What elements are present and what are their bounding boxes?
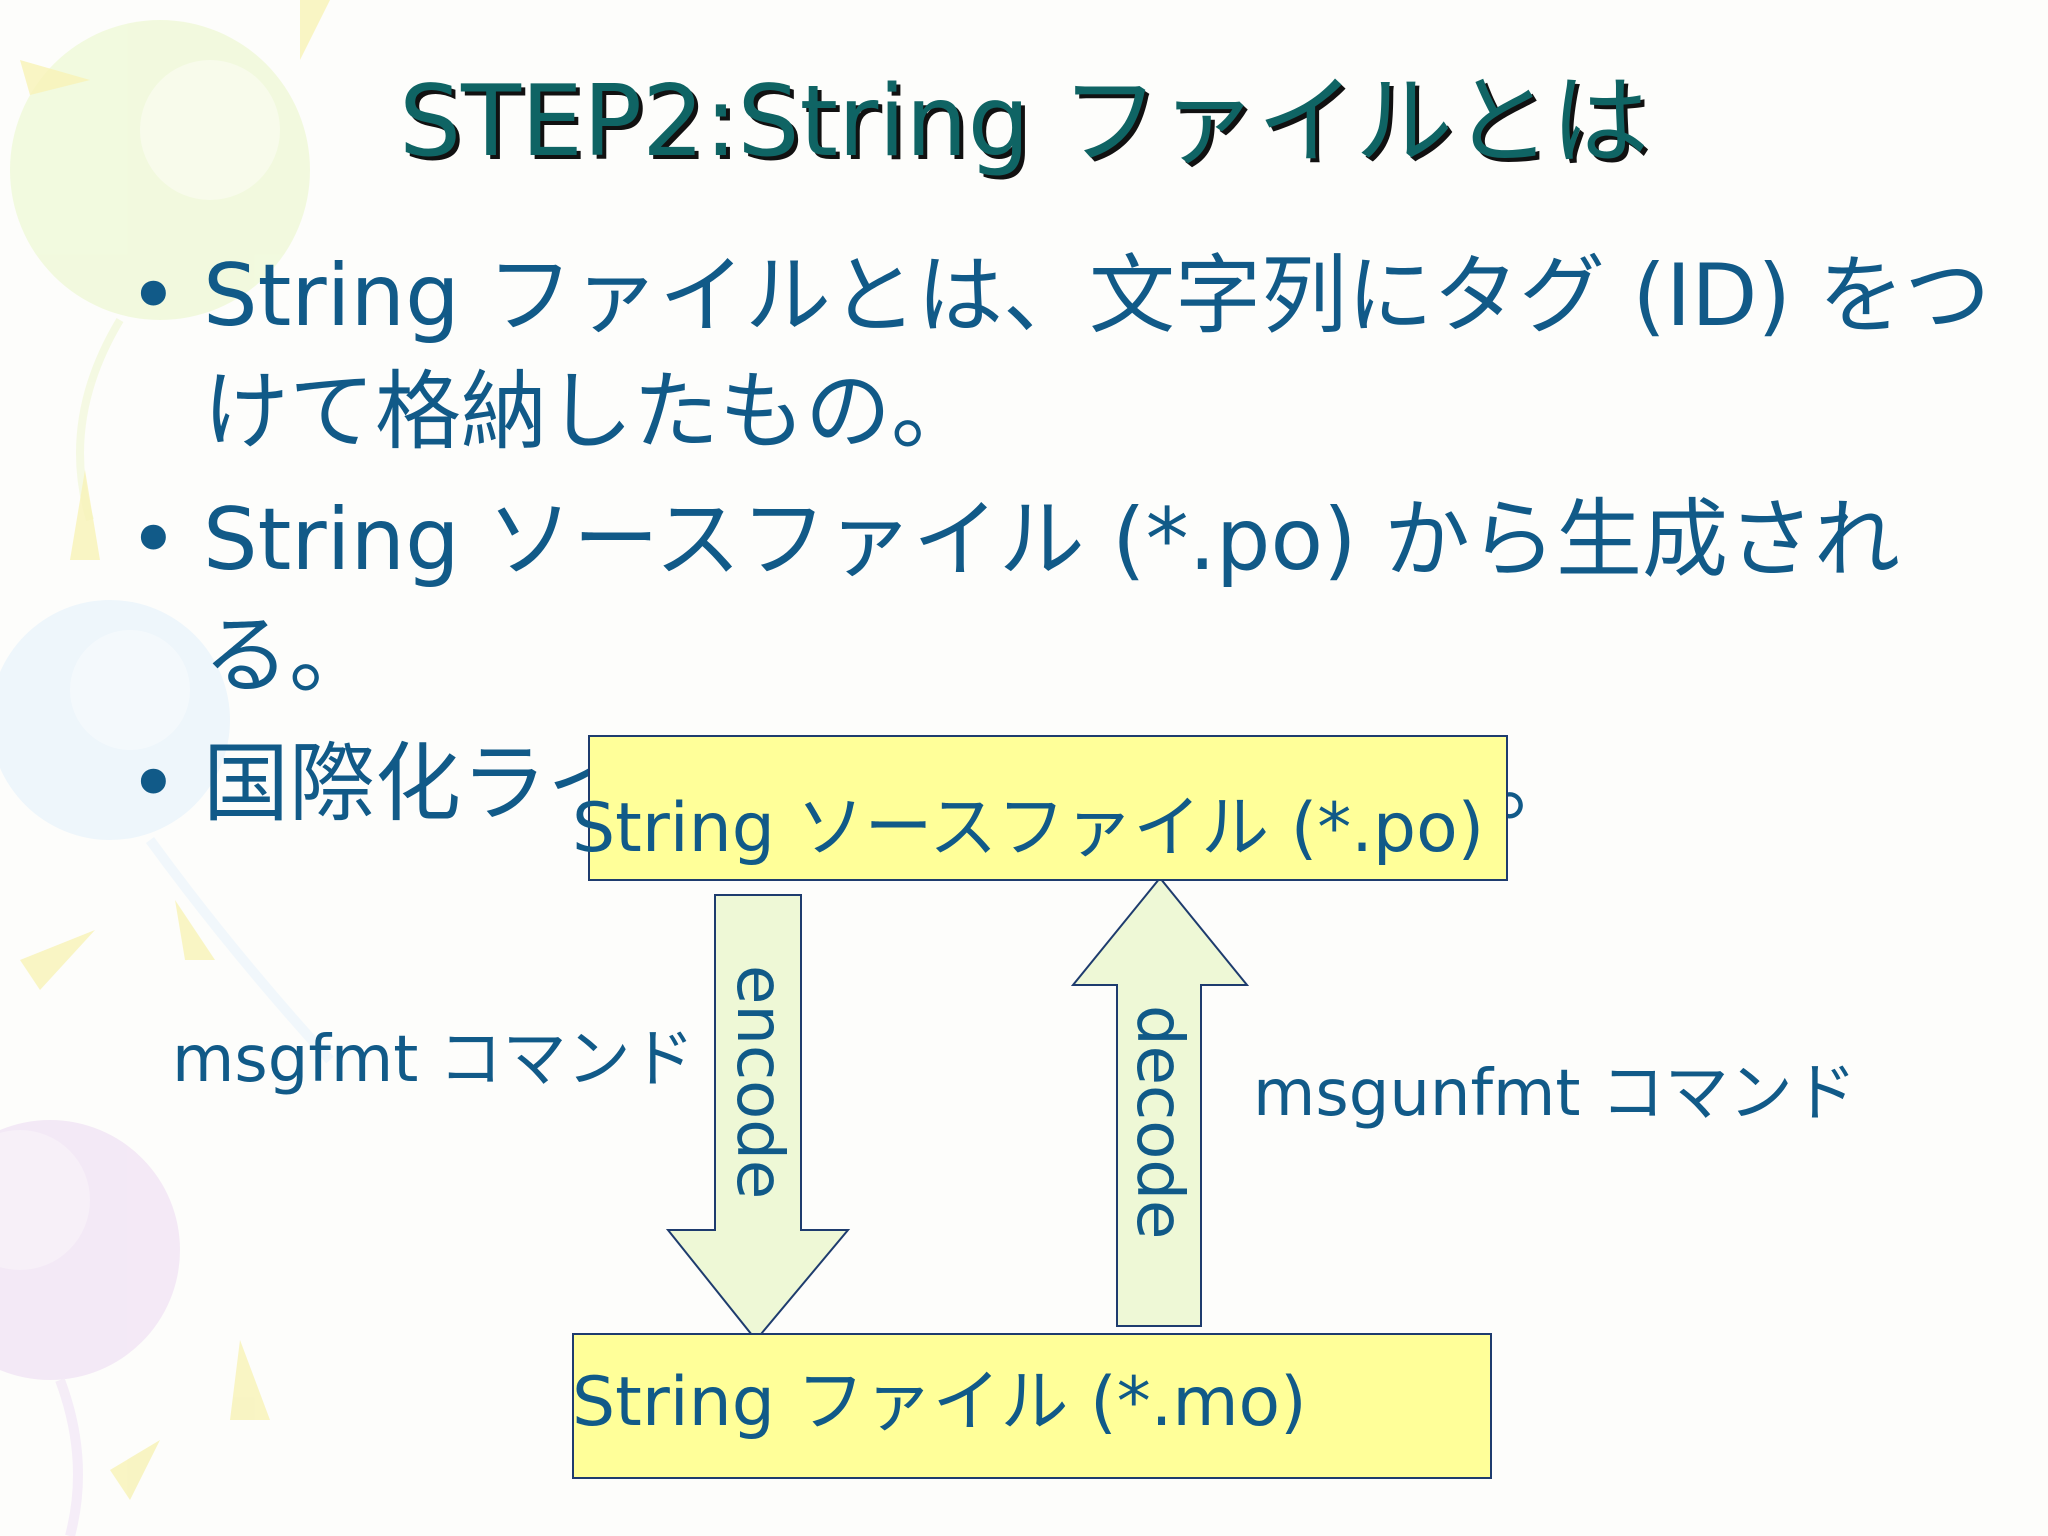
decode-arrow (1070, 876, 1250, 1327)
sun-rays (20, 0, 330, 1500)
bullet-dot-icon: • (128, 490, 179, 590)
page-title: STEP2:String ファイルとは (398, 65, 1650, 179)
bullet-text: String ファイルとは、文字列にタグ (ID) をつけて格納したもの。 (203, 246, 1991, 462)
encode-arrow (665, 894, 851, 1342)
compiled-file-label: String ファイル (*.mo) (572, 1363, 1307, 1442)
compiled-file-box: String ファイル (*.mo) (572, 1333, 1492, 1479)
bullet-dot-icon: • (128, 734, 179, 834)
source-file-label: String ソースファイル (*.po) (572, 789, 1485, 868)
decode-label: decode (1122, 1005, 1196, 1240)
encode-command: msgfmt コマンド (172, 1023, 695, 1097)
source-file-box: String ソースファイル (*.po) (572, 735, 1508, 881)
encode-label: encode (722, 965, 796, 1200)
bullet-dot-icon: • (128, 246, 179, 346)
bullet-item: • String ソースファイル (*.po) から生成される。 (128, 482, 2008, 714)
bullet-item: • String ファイルとは、文字列にタグ (ID) をつけて格納したもの。 (128, 238, 2008, 470)
decode-command: msgunfmt コマンド (1253, 1057, 1857, 1131)
bullet-text: String ソースファイル (*.po) から生成される。 (203, 490, 1901, 706)
